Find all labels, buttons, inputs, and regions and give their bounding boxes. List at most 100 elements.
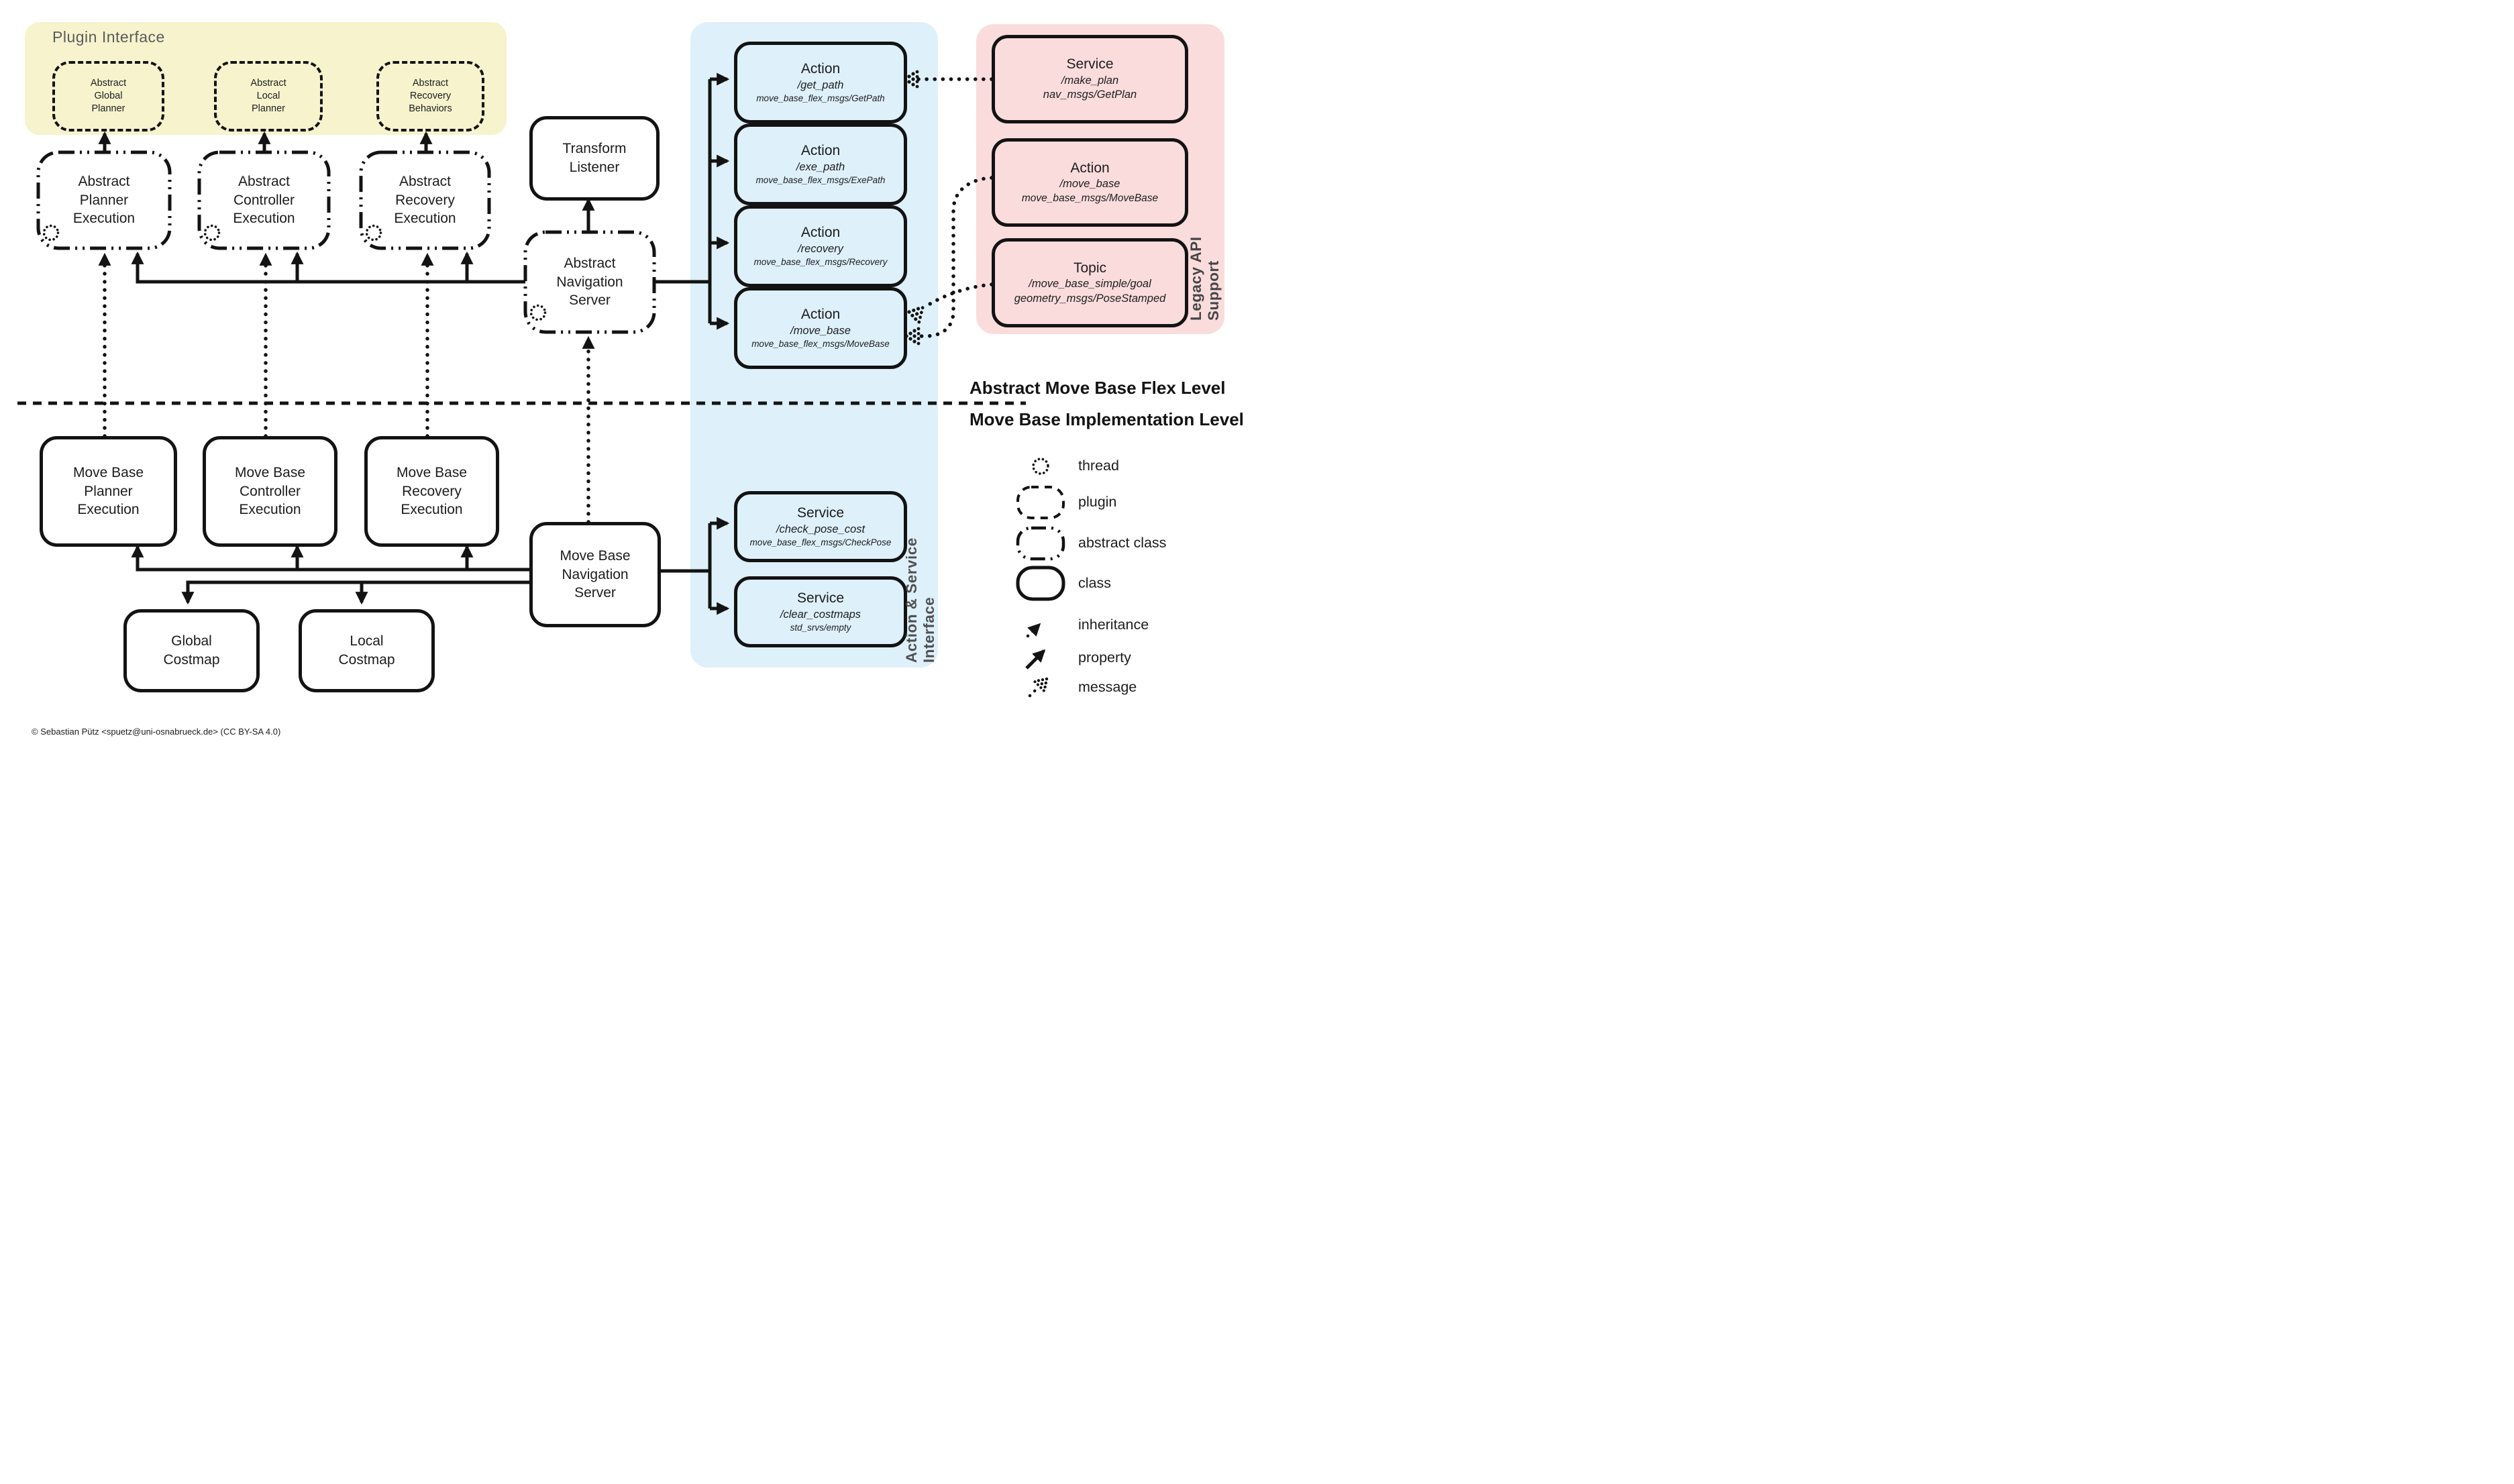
move-base-controller-execution-box: Move Base Controller Execution (203, 436, 337, 547)
msg-topic-to-action (923, 282, 994, 309)
thread-icon (529, 304, 547, 321)
message-arrowheads (903, 70, 925, 346)
box-title: Service (1066, 56, 1114, 72)
message-type: move_base_flex_msgs/GetPath (756, 93, 885, 104)
legacy-api-support-label: Legacy API Support (1188, 236, 1222, 321)
action-exe-path-box: Action /exe_path move_base_flex_msgs/Exe… (734, 123, 907, 205)
legacy-topic-goal-box: Topic /move_base_simple/goal geometry_ms… (992, 238, 1188, 327)
mbns-costmap-line (181, 580, 529, 605)
topic-name: /clear_costmaps (780, 608, 861, 621)
property-connectors (98, 72, 730, 615)
action-service-interface-label: Action & Service Interface (903, 537, 937, 663)
transform-listener-box: Transform Listener (529, 116, 660, 201)
box-title: Action (1070, 160, 1110, 176)
abstract-recovery-behaviors-box: Abstract Recovery Behaviors (376, 61, 484, 131)
box-label: Global Costmap (163, 633, 220, 668)
legend-property-label: property (1078, 649, 1131, 666)
topic-name: /move_base (790, 324, 851, 337)
legacy-action-move-base-box: Action /move_base move_base_msgs/MoveBas… (992, 138, 1188, 227)
message-type: nav_msgs/GetPlan (1043, 89, 1137, 101)
message-type: move_base_flex_msgs/Recovery (753, 257, 888, 268)
legend-icons (1016, 458, 1065, 698)
message-type: move_base_flex_msgs/ExePath (755, 175, 886, 186)
message-arrowhead (907, 306, 925, 324)
box-title: Action (800, 143, 841, 159)
message-type: geometry_msgs/PoseStamped (1014, 292, 1166, 305)
move-base-planner-execution-box: Move Base Planner Execution (40, 436, 177, 547)
box-label: Move Base Planner Execution (72, 464, 144, 518)
property-arrow-icon (1025, 649, 1046, 670)
box-label: Abstract Recovery Behaviors (409, 78, 452, 114)
box-label: Transform Listener (562, 141, 627, 175)
box-label: Abstract Recovery Execution (394, 173, 456, 227)
move-base-recovery-execution-box: Move Base Recovery Execution (364, 436, 499, 547)
thread-icon (42, 224, 60, 242)
box-title: Action (800, 61, 841, 77)
box-label: Abstract Planner Execution (72, 173, 136, 227)
ans-property-line (131, 251, 525, 284)
plugin-icon (1016, 486, 1065, 519)
box-title: Action (800, 225, 841, 241)
plugin-interface-label: Plugin Interface (52, 28, 165, 46)
legend-class-label: class (1078, 575, 1111, 591)
box-label: Move Base Navigation Server (560, 547, 631, 601)
box-title: Action (800, 307, 841, 323)
topic-name: /make_plan (1061, 74, 1119, 87)
connector-layer (17, 70, 1065, 698)
box-title: Service (796, 505, 845, 521)
topic-name: /move_base_simple/goal (1029, 278, 1151, 290)
box-label: Abstract Global Planner (90, 78, 127, 114)
topic-name: /get_path (797, 78, 844, 91)
abstract-navigation-server-box: Abstract Navigation Server (525, 232, 654, 332)
legend-plugin-label: plugin (1078, 494, 1117, 510)
abstract-recovery-execution-box: Abstract Recovery Execution (361, 152, 489, 248)
mbns-property-line (131, 544, 529, 572)
topic-name: /move_base (1059, 178, 1120, 191)
action-move-base-box: Action /move_base move_base_flex_msgs/Mo… (734, 287, 907, 369)
message-arrow-icon (1028, 684, 1041, 698)
legend-abstract-class-label: abstract class (1078, 535, 1167, 551)
message-type: std_srvs/empty (790, 623, 851, 633)
local-costmap-box: Local Costmap (299, 609, 435, 692)
move-base-navigation-server-box: Move Base Navigation Server (529, 522, 661, 627)
message-connectors (913, 77, 994, 338)
message-type: move_base_flex_msgs/CheckPose (749, 537, 892, 548)
action-get-path-box: Action /get_path move_base_flex_msgs/Get… (734, 42, 907, 123)
message-arrowhead (1033, 677, 1049, 692)
copyright-text: © Sebastian Pütz <spuetz@uni-osnabrueck.… (32, 727, 281, 737)
box-title: Service (796, 590, 845, 606)
legend-thread-label: thread (1078, 458, 1119, 474)
box-label: Abstract Controller Execution (233, 173, 295, 227)
abstract-controller-execution-box: Abstract Controller Execution (199, 152, 329, 248)
abstract-planner-execution-box: Abstract Planner Execution (38, 152, 170, 248)
message-type: move_base_msgs/MoveBase (1021, 192, 1159, 204)
box-label: Abstract Local Planner (250, 78, 286, 114)
topic-name: /check_pose_cost (776, 523, 866, 535)
box-label: Local Costmap (338, 633, 395, 668)
box-label: Move Base Controller Execution (234, 464, 306, 518)
message-type: move_base_flex_msgs/MoveBase (751, 339, 890, 350)
legend-message-label: message (1078, 679, 1137, 695)
box-label: Move Base Recovery Execution (396, 464, 468, 518)
thread-icon (203, 224, 221, 242)
legacy-service-make-plan-box: Service /make_plan nav_msgs/GetPlan (992, 35, 1188, 123)
global-costmap-box: Global Costmap (123, 609, 260, 692)
abstract-level-label: Abstract Move Base Flex Level (970, 378, 1226, 398)
thread-icon (1032, 458, 1049, 475)
action-recovery-box: Action /recovery move_base_flex_msgs/Rec… (734, 205, 907, 287)
class-icon (1016, 566, 1065, 601)
service-check-pose-cost-box: Service /check_pose_cost move_base_flex_… (734, 491, 907, 562)
thread-icon (365, 224, 382, 242)
thread-icons (42, 224, 547, 321)
box-label: Abstract Navigation Server (556, 255, 623, 309)
implementation-level-label: Move Base Implementation Level (970, 409, 1244, 429)
box-title: Topic (1073, 260, 1107, 276)
abstract-local-planner-box: Abstract Local Planner (214, 61, 323, 131)
abstract-class-icon (1016, 526, 1065, 561)
topic-name: /recovery (798, 242, 843, 255)
inheritance-connectors (98, 252, 595, 524)
inheritance-arrow-icon (1026, 623, 1041, 638)
legend-inheritance-label: inheritance (1078, 617, 1149, 633)
msg-legacy-move-base-to-action (914, 176, 994, 338)
plugin-interface-panel (25, 22, 507, 135)
